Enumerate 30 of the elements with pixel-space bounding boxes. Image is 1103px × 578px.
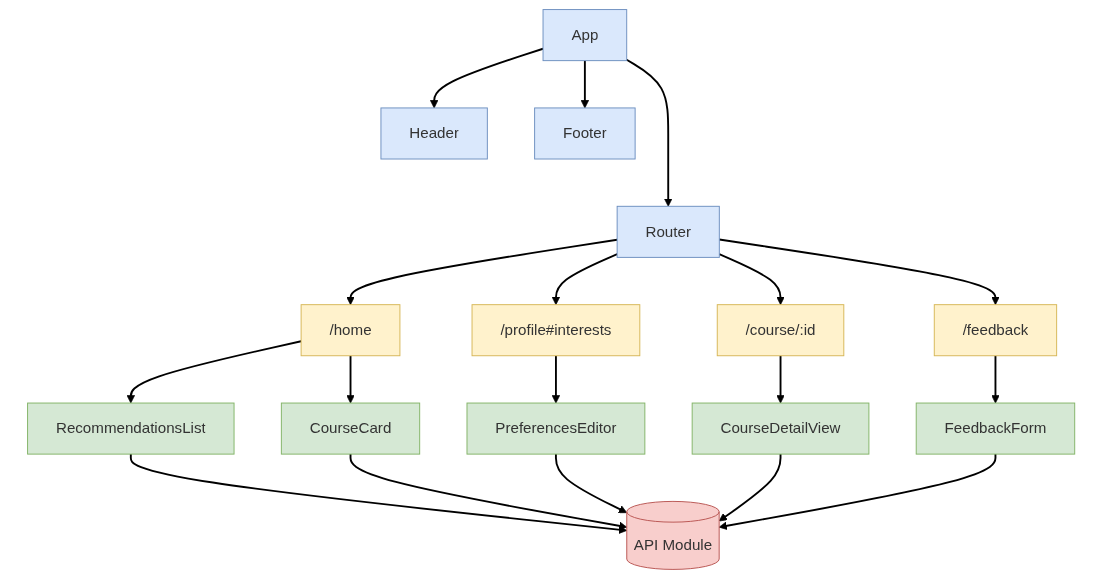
node-box: /profile#interests (471, 303, 641, 356)
arrow (555, 452, 628, 513)
arrow (430, 47, 545, 108)
arrow (718, 252, 786, 305)
node-box: Header (380, 106, 489, 159)
arrow (552, 252, 619, 305)
arrow (626, 58, 673, 207)
node-box: /course/:id (717, 303, 845, 356)
arrow (776, 354, 786, 403)
node-box: /home (301, 303, 401, 356)
arrow (130, 452, 628, 534)
node-box: RecommendationsList (27, 402, 235, 455)
arrow (991, 354, 1000, 403)
node-box: App (542, 8, 628, 61)
arrow (719, 452, 782, 521)
node-box: Router (617, 205, 721, 258)
arrow (346, 238, 619, 305)
node-box: CourseDetailView (692, 402, 870, 455)
node-box: Footer (534, 106, 636, 159)
node-box: CourseCard (281, 402, 421, 455)
arrow (718, 238, 1000, 305)
arrow (581, 59, 590, 108)
arrow (346, 354, 355, 403)
arrow (719, 452, 997, 530)
arrow (552, 354, 561, 403)
arrow (127, 339, 303, 403)
node-box: /feedback (934, 303, 1058, 356)
node-box: PreferencesEditor (466, 402, 646, 455)
node-box: FeedbackForm (916, 402, 1076, 455)
arrow (349, 452, 628, 530)
